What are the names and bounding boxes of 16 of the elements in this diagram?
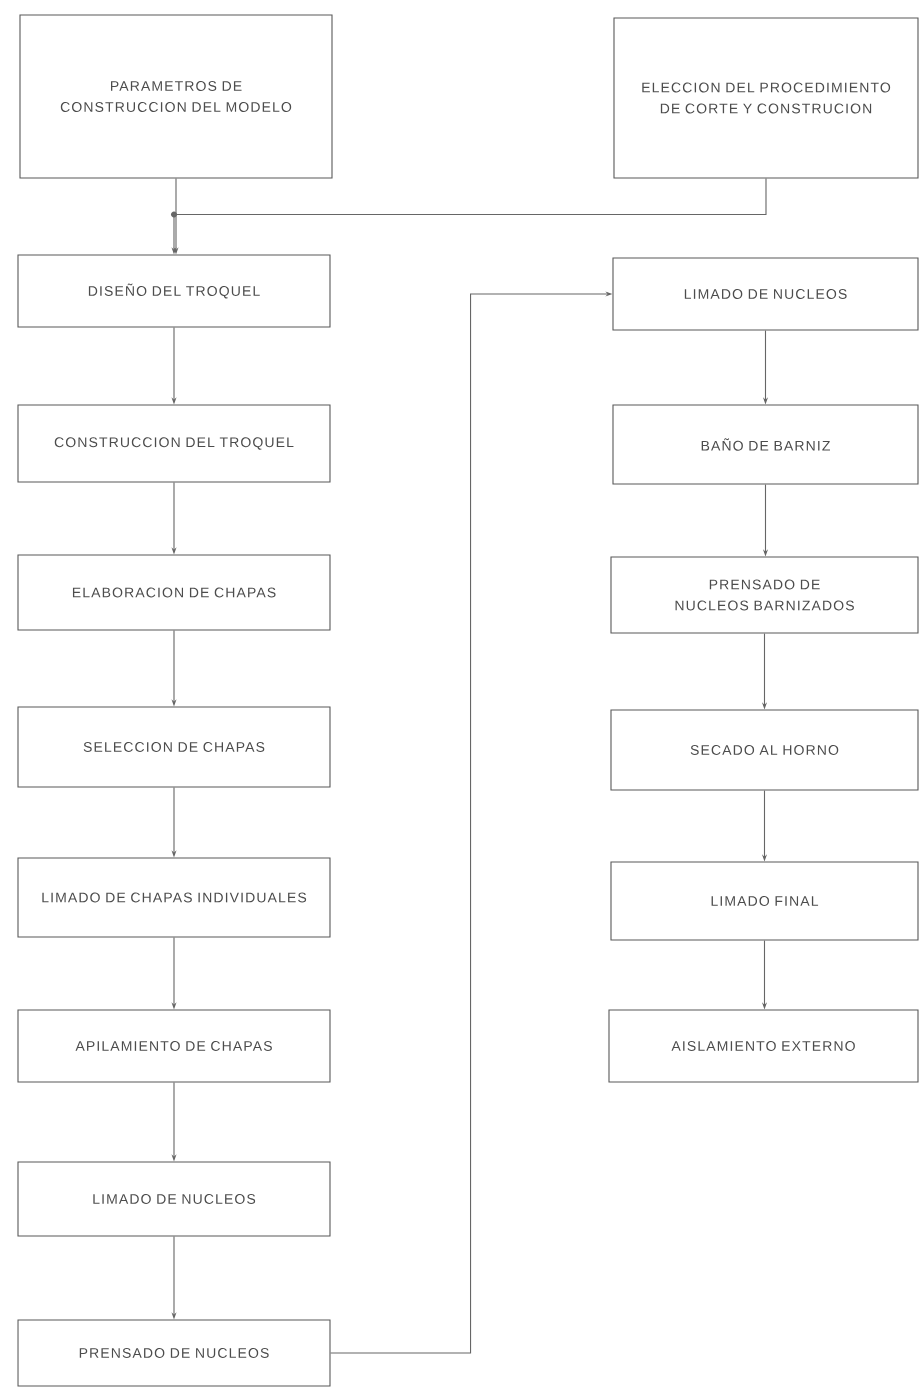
- process-box: LIMADO DE NUCLEOS: [17, 1161, 331, 1237]
- process-box: ELECCION DEL PROCEDIMIENTO DE CORTE Y CONSTRUCION: [613, 17, 919, 179]
- process-box: AISLAMIENTO EXTERNO: [608, 1009, 919, 1083]
- process-box: LIMADO DE NUCLEOS: [612, 257, 919, 331]
- process-box: PRENSADO DE NUCLEOS BARNIZADOS: [610, 556, 919, 634]
- process-box: SECADO AL HORNO: [610, 709, 919, 791]
- process-box: CONSTRUCCION DEL TROQUEL: [17, 404, 331, 483]
- process-box: APILAMIENTO DE CHAPAS: [17, 1009, 331, 1083]
- process-box: PARAMETROS DE CONSTRUCCION DEL MODELO: [19, 14, 333, 179]
- process-box: LIMADO DE CHAPAS INDIVIDUALES: [17, 857, 331, 938]
- process-box: PRENSADO DE NUCLEOS: [17, 1319, 331, 1387]
- process-box: ELABORACION DE CHAPAS: [17, 554, 331, 631]
- process-box: SELECCION DE CHAPAS: [17, 706, 331, 788]
- process-box: LIMADO FINAL: [610, 861, 919, 941]
- process-box: DISEÑO DEL TROQUEL: [17, 254, 331, 328]
- process-box: BAÑO DE BARNIZ: [612, 404, 919, 485]
